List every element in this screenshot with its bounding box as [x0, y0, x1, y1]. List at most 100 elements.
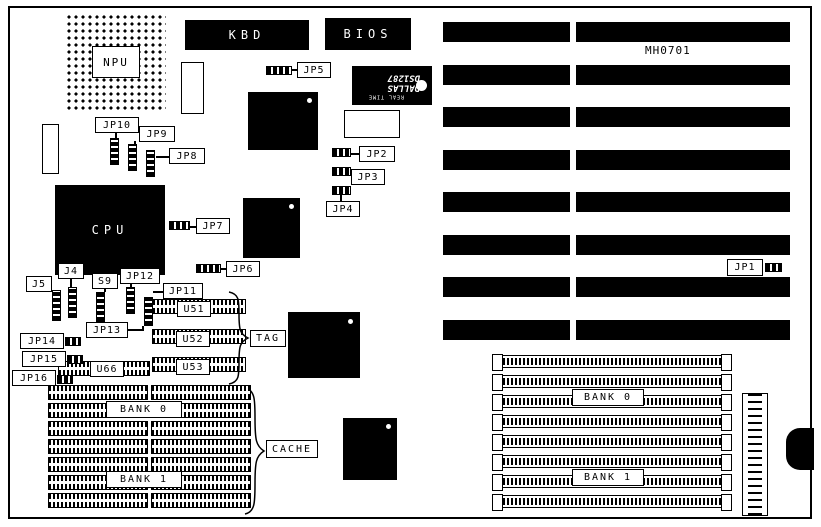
jp14-label: JP14: [20, 333, 64, 349]
jp6-pins: [196, 264, 221, 273]
jp11-pins: [144, 297, 153, 326]
isa-slot: [443, 65, 790, 85]
cache-label: CACHE: [266, 440, 318, 458]
leader-line: [104, 289, 106, 292]
component-outline: [42, 124, 59, 174]
jp3-label: JP3: [351, 169, 385, 185]
tag-label: TAG: [250, 330, 286, 347]
u52-label: U52: [176, 331, 210, 347]
simm-slot: [492, 494, 732, 511]
leader-line: [340, 195, 342, 201]
u51-label: U51: [177, 301, 211, 317]
isa-slot: [443, 22, 790, 42]
pin1-dot: [348, 319, 353, 324]
dram-socket: [151, 421, 251, 436]
simm-slot: [492, 354, 732, 371]
board-model: MH0701: [645, 44, 691, 57]
leader-line: [153, 291, 163, 293]
jp16-label: JP16: [12, 370, 56, 386]
jp2-label: JP2: [359, 146, 395, 162]
jp8-label: JP8: [169, 148, 205, 164]
qfp-chip: [243, 198, 300, 258]
jp15-label: JP15: [22, 351, 66, 367]
component-outline: [344, 110, 400, 138]
cpu-chip: CPU: [55, 185, 165, 275]
qfp-chip: [343, 418, 397, 480]
component-outline: [181, 62, 204, 114]
jp16-pins: [57, 375, 73, 384]
j4-pins: [68, 287, 77, 318]
j5-pins: [52, 290, 61, 321]
s9-pins: [96, 292, 105, 322]
dram-bank1-label: BANK 1: [106, 471, 182, 488]
isa-slot: [443, 192, 790, 212]
j5-label: J5: [26, 276, 52, 292]
leader-line: [350, 153, 359, 155]
jp6-label: JP6: [226, 261, 260, 277]
jp1-pins: [765, 263, 782, 272]
isa-slot: [443, 150, 790, 170]
pin1-dot: [386, 424, 391, 429]
dram-socket: [48, 493, 148, 508]
jp10-pins: [110, 138, 119, 165]
u53-label: U53: [176, 359, 210, 375]
jp12-pins: [126, 287, 135, 314]
keyboard-din-connector: [786, 428, 814, 470]
cache-brace: [244, 387, 266, 515]
simm-slot: [492, 454, 732, 471]
board-outline: [8, 6, 812, 519]
tag-brace: [228, 291, 250, 385]
j4-label: J4: [58, 263, 84, 279]
isa-slot: [443, 107, 790, 127]
jp7-label: JP7: [196, 218, 230, 234]
pin1-dot: [289, 204, 294, 209]
isa-slot: [443, 235, 790, 255]
dram-socket: [151, 439, 251, 454]
jp9-label: JP9: [139, 126, 175, 142]
jp8-pins: [146, 150, 155, 177]
jp2-pins: [332, 148, 351, 157]
jp15-pins: [67, 355, 83, 364]
dram-socket: [48, 439, 148, 454]
dram-socket: [48, 457, 148, 472]
simm-slot: [492, 374, 732, 391]
jp4-pins: [332, 186, 351, 195]
leader-line: [189, 226, 196, 228]
leader-line: [291, 69, 297, 71]
bios-chip: BIOS: [325, 18, 411, 50]
dram-bank0-label: BANK 0: [106, 401, 182, 418]
simm-slot: [492, 414, 732, 431]
dram-socket: [48, 385, 148, 400]
npu-pga-socket: NPU: [66, 14, 166, 112]
leader-line: [134, 141, 136, 145]
dram-socket: [151, 457, 251, 472]
kbd-chip: KBD: [185, 20, 309, 50]
jp12-label: JP12: [120, 268, 160, 284]
leader-line: [115, 132, 117, 139]
rtc-name: DALLAS DS1287: [387, 72, 420, 93]
u66-label: U66: [90, 361, 124, 377]
jp3-pins: [332, 167, 351, 176]
jp14-pins: [65, 337, 81, 346]
leader-line: [156, 156, 169, 158]
leader-line: [128, 329, 144, 331]
power-connector: [742, 393, 768, 516]
qfp-chip: [288, 312, 360, 378]
dram-socket: [48, 421, 148, 436]
jp4-label: JP4: [326, 201, 360, 217]
leader-line: [70, 279, 72, 287]
jp5-pins: [266, 66, 292, 75]
qfp-chip: [248, 92, 318, 150]
leader-line: [130, 284, 132, 287]
rtc-subtext: REAL TIME: [367, 93, 405, 100]
s9-label: S9: [92, 273, 118, 289]
isa-slot: [443, 277, 790, 297]
dram-socket: [151, 385, 251, 400]
jp11-label: JP11: [163, 283, 203, 299]
simm-slot: [492, 434, 732, 451]
leader-line: [220, 268, 226, 270]
jp5-label: JP5: [297, 62, 331, 78]
jp7-pins: [169, 221, 190, 230]
pin1-dot: [307, 98, 312, 103]
